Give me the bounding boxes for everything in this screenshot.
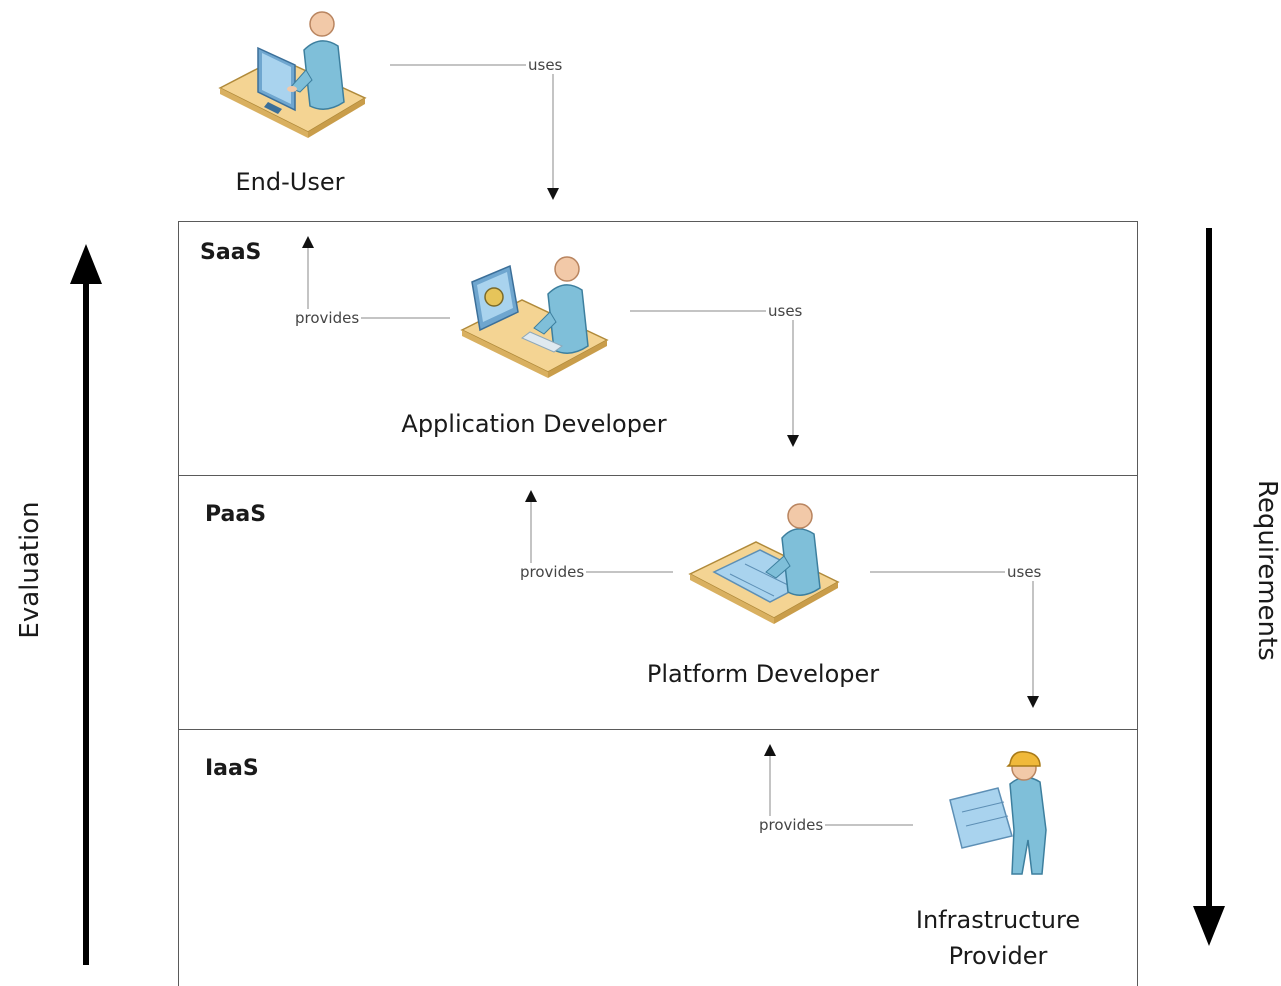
evaluation-arrow [70, 244, 102, 965]
uses-label-appdev: uses [766, 302, 805, 320]
arrowhead-appdev-provides [302, 236, 314, 248]
paas-layer-label: PaaS [205, 502, 267, 527]
arrowhead-platdev-provides [525, 490, 537, 502]
arrowhead-platdev-uses [1027, 696, 1039, 708]
platform-developer-icon [688, 503, 840, 624]
connector-infra-provides [769, 755, 913, 826]
iaas-layer-label: IaaS [205, 756, 259, 781]
arrowhead-infra-provides [764, 744, 776, 756]
connector-enduser-uses [390, 64, 554, 188]
iaas-layer-box [178, 729, 1138, 986]
arrowhead-enduser-uses [547, 188, 559, 200]
connector-platdev-provides [530, 500, 673, 573]
infrastructure-provider-label-line2: Provider [948, 942, 1048, 970]
arrowhead-appdev-uses [787, 435, 799, 447]
requirements-label: Requirements [1252, 480, 1281, 661]
evaluation-label: Evaluation [15, 501, 45, 639]
provides-label-infra: provides [757, 816, 826, 834]
end-user-icon [218, 11, 367, 138]
infrastructure-provider-icon [949, 751, 1047, 875]
provides-label-appdev: provides [293, 309, 362, 327]
uses-label-enduser: uses [526, 56, 565, 74]
uses-label-platdev: uses [1005, 563, 1044, 581]
connector-appdev-provides [307, 246, 450, 319]
platform-developer-label: Platform Developer [646, 660, 880, 688]
requirements-arrow [1193, 228, 1225, 946]
provides-label-platdev: provides [518, 563, 587, 581]
saas-layer-label: SaaS [200, 240, 262, 265]
application-developer-label: Application Developer [401, 410, 667, 438]
end-user-label: End-User [235, 168, 345, 196]
application-developer-icon [460, 256, 609, 378]
infrastructure-provider-label-line1: Infrastructure [915, 906, 1081, 934]
